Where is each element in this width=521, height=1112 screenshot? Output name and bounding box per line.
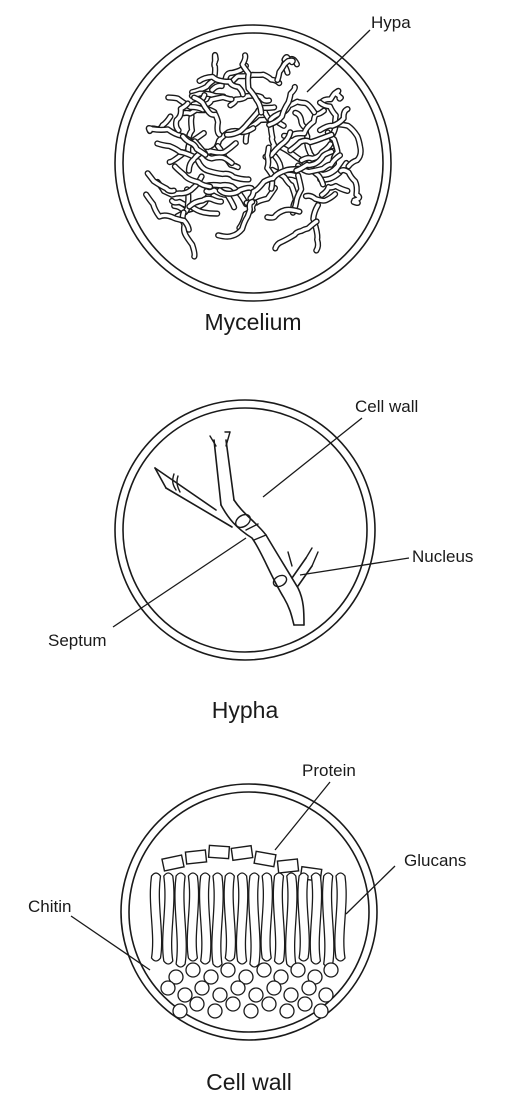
chitin-granule bbox=[291, 963, 305, 977]
chitin-granule bbox=[298, 997, 312, 1011]
hypha-filament bbox=[155, 432, 318, 625]
chitin-granule bbox=[195, 981, 209, 995]
nucleus-label: Nucleus bbox=[412, 547, 473, 566]
chitin-granule bbox=[280, 1004, 294, 1018]
protein-block bbox=[254, 851, 276, 866]
glucan-strand bbox=[298, 873, 309, 961]
cell-wall-label: Cell wall bbox=[355, 397, 418, 416]
glucan-strand bbox=[212, 873, 223, 967]
chitin-granule bbox=[302, 981, 316, 995]
chitin-granule bbox=[231, 981, 245, 995]
nucleus-leader-line bbox=[300, 558, 409, 575]
chitin-granule bbox=[213, 988, 227, 1002]
hypha-panel: Cell wall Nucleus Septum Hypha bbox=[48, 397, 473, 723]
glucan-strand bbox=[323, 873, 334, 967]
glucan-strand bbox=[163, 873, 174, 964]
mycelium-title: Mycelium bbox=[204, 309, 301, 335]
chitin-granule bbox=[262, 997, 276, 1011]
glucan-strand bbox=[286, 873, 297, 967]
glucan-strand bbox=[224, 873, 235, 961]
hypa-leader-line bbox=[307, 30, 370, 92]
septum-label: Septum bbox=[48, 631, 107, 650]
mycelium-panel: Hypa Mycelium bbox=[115, 13, 411, 335]
chitin-granule bbox=[178, 988, 192, 1002]
chitin-granule bbox=[244, 1004, 258, 1018]
chitin-granule bbox=[221, 963, 235, 977]
hypha-dish-inner bbox=[123, 408, 367, 652]
glucan-strand bbox=[200, 873, 211, 964]
protein-label: Protein bbox=[302, 761, 356, 780]
glucan-strand bbox=[236, 873, 247, 964]
chitin-granule bbox=[319, 988, 333, 1002]
chitin-granules bbox=[161, 963, 338, 1018]
glucan-strand bbox=[273, 873, 284, 964]
glucan-strand bbox=[187, 873, 198, 961]
chitin-label: Chitin bbox=[28, 897, 71, 916]
glucan-strand bbox=[175, 873, 186, 967]
glucan-strand bbox=[261, 873, 272, 961]
glucan-strand bbox=[310, 873, 321, 964]
glucan-strands bbox=[150, 873, 346, 967]
glucan-strand bbox=[150, 873, 161, 961]
protein-block bbox=[162, 855, 184, 871]
chitin-granule bbox=[249, 988, 263, 1002]
chitin-granule bbox=[257, 963, 271, 977]
chitin-granule bbox=[324, 963, 338, 977]
glucan-strand bbox=[249, 873, 260, 967]
chitin-granule bbox=[267, 981, 281, 995]
chitin-granule bbox=[186, 963, 200, 977]
protein-block bbox=[277, 859, 298, 873]
protein-block bbox=[185, 850, 206, 864]
chitin-granule bbox=[161, 981, 175, 995]
cell-wall-title: Cell wall bbox=[206, 1069, 292, 1095]
hypha-title: Hypha bbox=[212, 697, 279, 723]
chitin-leader-line bbox=[71, 916, 150, 970]
protein-block bbox=[231, 846, 252, 861]
mycelium-hyphae-network bbox=[146, 55, 361, 256]
chitin-granule bbox=[226, 997, 240, 1011]
chitin-granule bbox=[208, 1004, 222, 1018]
protein-block bbox=[209, 845, 230, 858]
chitin-granule bbox=[190, 997, 204, 1011]
cell-wall-leader-line bbox=[263, 418, 362, 497]
cell-wall-panel: Protein Glucans Chitin Cell wall bbox=[28, 761, 466, 1095]
chitin-granule bbox=[173, 1004, 187, 1018]
hypa-label: Hypa bbox=[371, 13, 411, 32]
glucan-strand bbox=[335, 873, 346, 961]
glucans-label: Glucans bbox=[404, 851, 466, 870]
chitin-granule bbox=[284, 988, 298, 1002]
chitin-granule bbox=[314, 1004, 328, 1018]
septum-leader-line bbox=[113, 538, 246, 627]
